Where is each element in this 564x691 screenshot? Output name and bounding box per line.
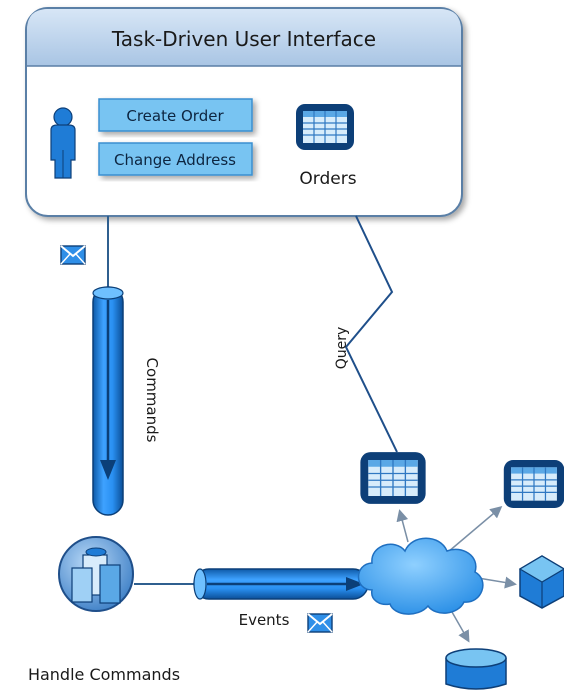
orders-label: Orders	[299, 169, 356, 189]
events-tube	[193, 568, 369, 600]
create-order-button[interactable]: Create Order	[98, 98, 253, 132]
create-order-label: Create Order	[126, 107, 224, 125]
database-icon	[445, 648, 507, 690]
server-icon	[58, 536, 134, 612]
cloud-icon	[357, 537, 484, 615]
handle-commands-label: Handle Commands	[28, 665, 180, 684]
fanout-arrows	[396, 506, 517, 643]
commands-tube	[92, 286, 124, 516]
change-address-label: Change Address	[114, 151, 236, 169]
orders-table-icon[interactable]	[295, 103, 355, 151]
events-envelope-icon	[307, 613, 333, 633]
user-icon	[50, 107, 76, 179]
ui-panel: Task-Driven User Interface Create Order …	[25, 7, 463, 217]
cube-icon	[518, 555, 564, 609]
read-model-table-icon-2	[503, 459, 564, 509]
read-model-table-icon	[359, 451, 427, 505]
events-label: Events	[239, 611, 290, 629]
envelope-icon	[60, 245, 86, 265]
ui-panel-header	[27, 9, 461, 66]
change-address-button[interactable]: Change Address	[98, 142, 253, 176]
query-label: Query	[334, 327, 350, 370]
commands-label: Commands	[143, 358, 161, 443]
ui-panel-title: Task-Driven User Interface	[111, 27, 376, 51]
query-connector	[344, 215, 398, 453]
